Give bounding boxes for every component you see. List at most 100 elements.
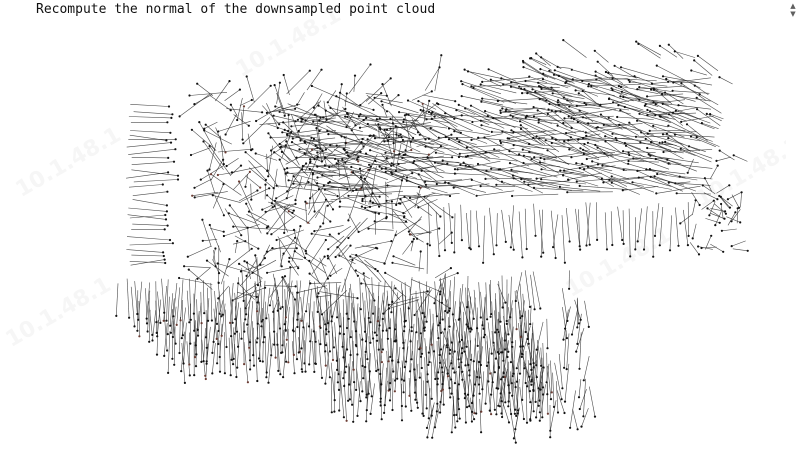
cloud-point xyxy=(549,429,552,432)
cloud-point xyxy=(417,100,420,103)
cloud-point xyxy=(345,312,348,315)
cloud-point xyxy=(246,381,249,384)
cloud-point xyxy=(535,135,538,138)
cloud-point xyxy=(272,114,275,117)
cloud-point xyxy=(528,142,531,146)
cloud-point xyxy=(245,261,249,264)
normal-line xyxy=(148,309,151,342)
cloud-point xyxy=(398,153,401,156)
cloud-point xyxy=(345,326,349,330)
normal-line xyxy=(364,186,380,207)
cloud-point xyxy=(440,389,443,393)
cloud-point xyxy=(290,131,293,134)
normal-line xyxy=(518,322,523,357)
normal-line xyxy=(218,313,221,345)
cloud-point xyxy=(472,360,475,363)
cloud-point xyxy=(329,106,332,109)
normal-line xyxy=(255,339,258,382)
cloud-point xyxy=(576,326,579,329)
cloud-point xyxy=(546,393,549,396)
normal-line xyxy=(319,257,329,279)
cloud-point xyxy=(364,152,368,155)
normal-line xyxy=(705,218,720,224)
cloud-point xyxy=(424,145,427,148)
cloud-point xyxy=(542,393,545,396)
cloud-point xyxy=(356,353,359,356)
normal-line xyxy=(442,330,451,351)
scroll-down-icon[interactable]: ▼ xyxy=(790,10,796,18)
normal-line xyxy=(419,134,460,150)
normal-line xyxy=(614,65,637,79)
normal-line xyxy=(266,287,271,319)
normal-line xyxy=(265,203,294,213)
cloud-point xyxy=(400,378,403,381)
normal-line xyxy=(249,301,253,343)
cloud-point xyxy=(652,87,655,90)
cloud-point xyxy=(393,390,396,393)
normal-line xyxy=(653,88,673,105)
normal-line xyxy=(247,227,250,252)
normal-line xyxy=(393,307,395,342)
normal-line xyxy=(196,299,198,330)
cloud-point xyxy=(404,360,408,363)
cloud-point xyxy=(282,121,285,124)
cloud-point xyxy=(581,89,584,93)
normal-line xyxy=(504,382,506,403)
cloud-point xyxy=(640,131,643,134)
cloud-point xyxy=(391,408,394,412)
cloud-point xyxy=(611,88,614,92)
point-cloud-viewer[interactable] xyxy=(0,20,786,451)
output-scrollbar[interactable]: ▲ ▼ xyxy=(786,0,800,451)
cloud-point xyxy=(278,158,281,161)
cloud-point xyxy=(551,92,554,95)
cloud-point xyxy=(331,315,334,318)
normal-line xyxy=(532,271,541,309)
cloud-point xyxy=(176,174,180,177)
cloud-point xyxy=(563,400,567,403)
normal-line xyxy=(306,253,327,267)
cloud-point xyxy=(576,342,579,345)
cloud-point xyxy=(214,265,217,268)
cloud-point xyxy=(339,325,342,328)
cloud-point xyxy=(504,401,507,404)
cloud-point xyxy=(315,127,318,130)
normal-line xyxy=(328,320,331,352)
normal-line xyxy=(408,114,438,138)
normal-line xyxy=(464,380,467,423)
cloud-point xyxy=(376,339,379,342)
cloud-point xyxy=(292,228,296,231)
cloud-point xyxy=(437,324,440,327)
scroll-up-icon[interactable]: ▲ xyxy=(790,2,796,10)
cloud-point xyxy=(465,406,469,409)
normal-line xyxy=(382,104,387,117)
normal-line xyxy=(659,142,696,156)
normal-line xyxy=(478,282,482,318)
normal-line xyxy=(282,343,287,378)
cloud-point xyxy=(368,168,371,171)
cloud-point xyxy=(646,95,649,98)
normal-line xyxy=(403,121,448,129)
cloud-point xyxy=(347,154,350,158)
cloud-point xyxy=(639,141,642,144)
cloud-point xyxy=(530,368,533,371)
normal-line xyxy=(173,282,178,317)
normal-line xyxy=(680,148,712,163)
cloud-point xyxy=(649,110,652,113)
cloud-point xyxy=(563,169,566,172)
normal-line xyxy=(288,267,291,299)
cloud-point xyxy=(446,162,449,165)
cloud-point xyxy=(523,88,526,91)
cloud-point xyxy=(420,366,423,370)
cloud-point xyxy=(282,376,285,379)
cloud-point xyxy=(234,318,237,321)
cloud-point xyxy=(228,258,231,261)
cloud-point xyxy=(628,80,631,83)
cloud-point xyxy=(556,101,559,104)
cloud-point xyxy=(368,205,372,208)
normal-line xyxy=(719,196,731,208)
cloud-point xyxy=(372,312,375,315)
normal-line xyxy=(217,148,253,153)
normal-line xyxy=(385,168,417,173)
cloud-point xyxy=(170,116,173,119)
cloud-point xyxy=(661,102,664,105)
